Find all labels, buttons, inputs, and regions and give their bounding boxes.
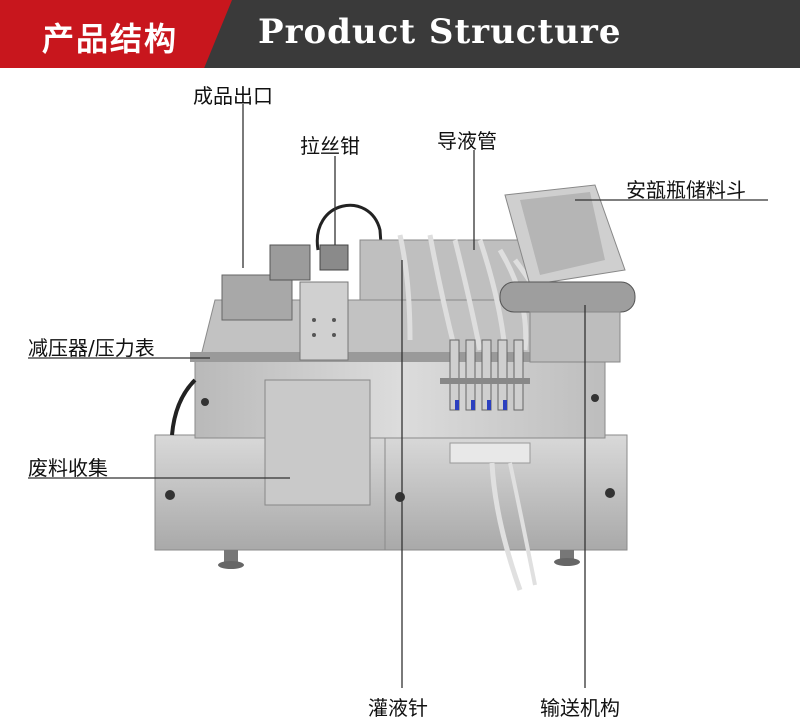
body-bolt-right	[591, 394, 599, 402]
foot-right-pad	[554, 558, 580, 566]
label-liquid-tube: 导液管	[437, 129, 497, 153]
manifold	[449, 442, 531, 464]
label-waste-collection: 废料收集	[28, 456, 108, 480]
deck-edge	[190, 352, 610, 362]
left-hose	[170, 378, 197, 436]
drain-tube	[489, 462, 523, 591]
conveyor-belt	[499, 281, 636, 313]
header-bar: 产品结构 Product Structure	[0, 0, 800, 68]
waste-bin	[264, 379, 371, 506]
front-plate	[299, 281, 349, 361]
lower-cabinet	[154, 434, 628, 551]
label-wire-pliers: 拉丝钳	[300, 134, 360, 158]
hopper-inner	[520, 192, 605, 275]
pliers-cable	[315, 203, 387, 301]
pliers-head	[319, 244, 349, 271]
header-red-block	[0, 0, 232, 68]
foot-left	[224, 550, 238, 562]
foot-right	[560, 550, 574, 560]
outlet-arm	[269, 244, 311, 281]
conveyor-base	[529, 311, 621, 363]
cabinet-knob-left	[165, 490, 175, 500]
label-product-outlet: 成品出口	[193, 84, 273, 108]
label-ampoule-hopper: 安瓿瓶储料斗	[626, 178, 746, 202]
label-filling-needle: 灌液针	[368, 696, 428, 720]
foot-left-pad	[218, 561, 244, 569]
pointer-lines	[28, 104, 768, 688]
body-bolt-left	[201, 398, 209, 406]
drain-tube-2	[508, 462, 537, 586]
cabinet-knob-mid	[395, 492, 405, 502]
label-conveyor: 输送机构	[540, 696, 620, 720]
filling-pumps	[440, 339, 530, 411]
label-pressure-gauge: 减压器/压力表	[28, 336, 155, 360]
middle-body	[194, 359, 606, 439]
cabinet-knob-right	[605, 488, 615, 498]
outlet-mechanism	[221, 274, 293, 321]
header-title-en: Product Structure	[258, 12, 622, 52]
header-title-cn: 产品结构	[42, 20, 179, 58]
